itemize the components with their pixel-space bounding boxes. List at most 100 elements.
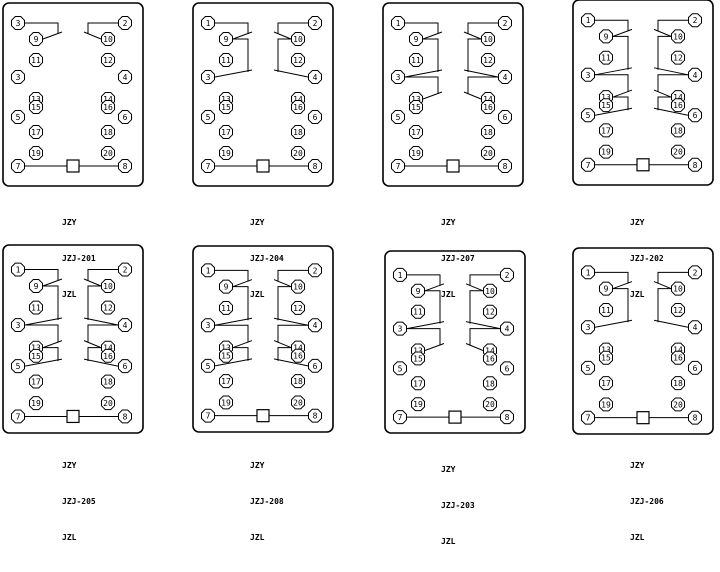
contact-blade [653,319,689,328]
terminal-number: 17 [221,128,231,137]
terminal-number: 17 [221,377,231,386]
terminal-octagon [11,159,25,173]
terminal-number: 20 [673,400,683,409]
terminal-number: 14 [485,346,495,355]
terminal: 6 [688,108,702,123]
terminal-number: 6 [123,113,128,122]
terminal-number: 1 [398,271,403,280]
terminal-number: 7 [586,414,591,423]
terminal: 10 [101,32,115,46]
terminal-octagon [671,123,685,138]
terminal: 12 [291,301,305,315]
terminal-number: 7 [396,162,401,171]
terminal: 7 [581,410,595,425]
terminal: 16 [101,348,115,363]
terminal: 19 [599,144,613,159]
terminal: 16 [671,350,685,365]
terminal-octagon [391,159,405,173]
contact-blade [83,340,102,349]
contact-blade [653,67,689,76]
contact-wire [277,324,308,343]
terminal-octagon [581,67,595,82]
terminal-number: 18 [293,377,303,386]
terminal-number: 17 [31,128,41,137]
terminal-octagon [11,110,25,124]
terminal-number: 19 [411,149,421,158]
terminal-octagon [500,361,514,376]
contact-wire [233,347,249,361]
terminal: 20 [671,144,685,159]
terminal-number: 8 [693,161,698,170]
contact-blade [594,319,633,328]
panel-label-p8: JZY JZJ-206 JZL [630,436,664,568]
contact-wire [469,290,483,324]
terminal-number: 12 [673,54,683,63]
terminal-number: 13 [601,93,611,102]
terminal-octagon [409,146,423,160]
terminal-number: 13 [411,95,421,104]
label-jzl: JZL [250,290,265,299]
terminal: 5 [581,108,595,123]
terminal-number: 8 [693,414,698,423]
terminal: 10 [671,281,685,296]
coil-symbol [256,409,270,423]
terminal-number: 20 [483,149,493,158]
terminal-octagon [599,123,613,138]
terminal: 8 [500,410,514,425]
terminal: 15 [599,350,613,365]
terminal: 18 [291,374,305,389]
terminal-octagon [498,16,512,30]
terminal-number: 9 [414,35,419,44]
terminal: 7 [11,159,25,173]
terminal: 19 [411,397,425,412]
terminal-number: 2 [503,19,508,28]
terminal-number: 9 [224,283,229,292]
terminal-number: 7 [206,162,211,171]
terminal-number: 6 [505,364,510,373]
terminal-octagon [101,146,115,160]
terminal-number: 12 [483,56,493,65]
label-jzl: JZL [630,533,645,542]
terminal-octagon [308,263,322,278]
contact-blade [83,317,119,326]
contact-wire [277,38,291,72]
contact-blade [465,343,484,351]
coil-symbol [636,158,650,172]
terminal-octagon [483,283,497,298]
terminal-octagon [308,358,322,373]
terminal: 12 [101,300,115,315]
terminal-octagon [409,125,423,139]
terminal-octagon [581,360,595,375]
contact-blade [83,358,119,367]
terminal-number: 1 [16,266,21,275]
terminal-number: 2 [123,266,128,275]
terminal-number: 18 [103,378,113,387]
contact-blade [424,283,445,292]
terminal-octagon [291,395,305,410]
terminal-octagon [481,32,495,46]
terminal-octagon [411,304,425,319]
contact-wire [657,96,671,111]
terminal-number: 13 [31,344,41,353]
terminal-octagon [11,70,25,84]
terminal: 12 [671,303,685,317]
terminal: 6 [308,110,322,124]
terminal: 7 [393,410,407,425]
terminal-octagon [219,53,233,67]
terminal: 2 [498,16,512,30]
terminal: 12 [291,53,305,67]
contact-blade [653,28,672,37]
terminal-octagon [671,303,685,317]
contact-wire [657,19,688,32]
panel-frame [382,2,524,187]
terminal-number: 8 [123,412,128,421]
terminal: 11 [409,53,423,67]
terminal-number: 3 [16,19,21,28]
coil-symbol [446,159,460,173]
label-model: JZJ-206 [630,497,664,506]
terminal-octagon [599,144,613,159]
terminal-number: 6 [503,113,508,122]
